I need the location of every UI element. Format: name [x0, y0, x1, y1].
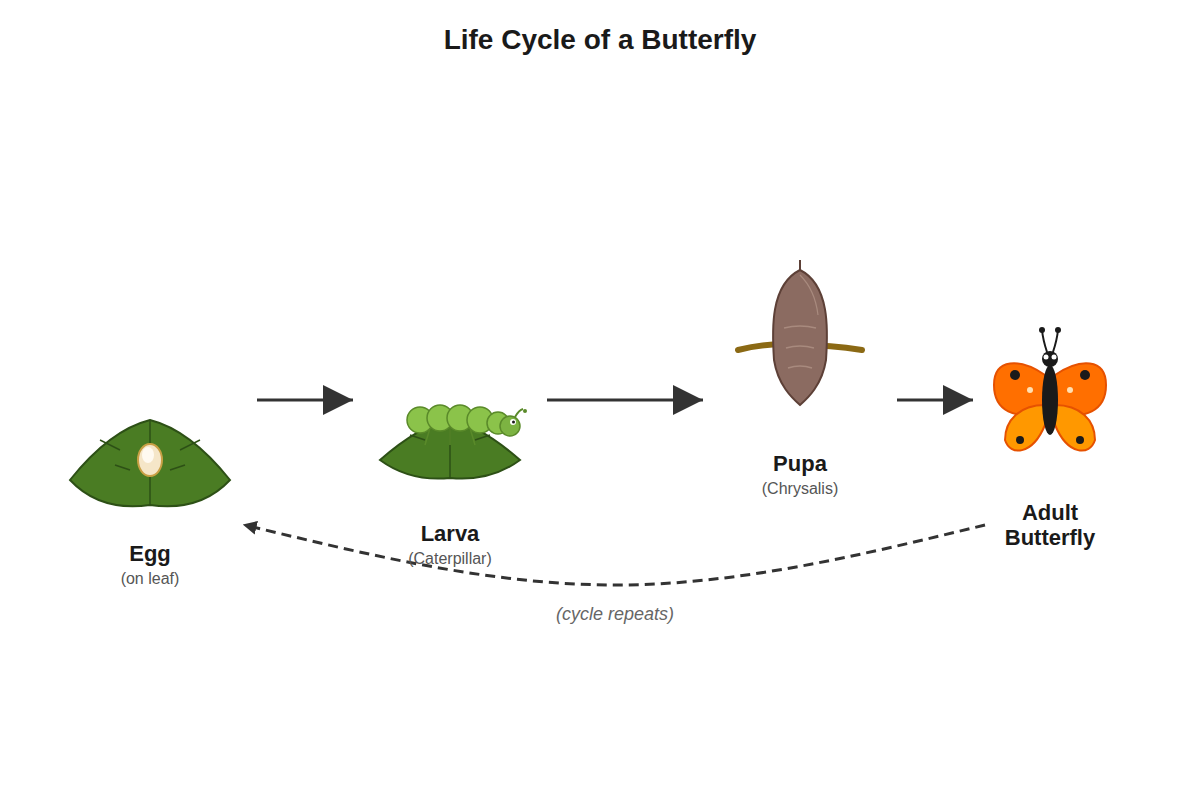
chrysalis: [773, 270, 827, 405]
leaf: [70, 420, 230, 506]
leaf-vein: [100, 440, 120, 450]
stage-arrow: [547, 399, 703, 402]
wing-spot: [1067, 387, 1073, 393]
life-stage: Larva(Caterpillar): [365, 380, 535, 570]
caterpillar-leg: [449, 428, 451, 445]
butterfly-antenna: [1042, 330, 1047, 352]
life-stage: Adult Butterfly: [985, 322, 1115, 550]
butterfly-illustration: [994, 327, 1106, 451]
chrysalis-ridge: [788, 366, 812, 368]
chrysalis-ridge: [784, 326, 816, 328]
leaf-vein: [170, 465, 185, 470]
stage-arrow: [257, 399, 353, 402]
stage-name: Larva: [421, 521, 480, 546]
pupa-illustration: [738, 260, 862, 405]
egg-illustration: [70, 420, 230, 506]
leaf-vein: [115, 465, 130, 470]
edge-label: (cycle repeats): [556, 603, 674, 625]
caterpillar-pupil: [512, 421, 515, 424]
stage-arrow: [897, 399, 973, 402]
egg-highlight: [142, 447, 154, 463]
butterfly-antenna: [1053, 330, 1058, 352]
diagram-title: Life Cycle of a Butterfly: [0, 20, 1200, 60]
antenna-tip: [1055, 327, 1061, 333]
larva-illustration: [380, 405, 527, 479]
wing-spot: [1016, 436, 1024, 444]
wing-spot: [1076, 436, 1084, 444]
lower-wing: [1005, 405, 1045, 451]
life-stage: Egg(on leaf): [55, 380, 245, 590]
leaf-vein: [180, 440, 200, 450]
caterpillar-antenna-tip: [523, 409, 527, 413]
antenna-tip: [1039, 327, 1045, 333]
leaf-vein: [475, 435, 490, 440]
butterfly-body: [1042, 365, 1058, 435]
stage-note: (on leaf): [121, 568, 180, 590]
caterpillar-antenna: [515, 409, 523, 417]
chrysalis-ridge: [786, 346, 814, 348]
wing-spot: [1010, 370, 1020, 380]
egg: [138, 444, 162, 476]
leaf-vein: [449, 425, 451, 478]
butterfly-eye: [1044, 355, 1049, 360]
life-stage: Pupa(Chrysalis): [715, 255, 885, 500]
stage-note: (Chrysalis): [762, 478, 838, 500]
chrysalis-ridge: [800, 275, 818, 315]
stage-name: Adult Butterfly: [985, 500, 1115, 550]
butterfly-head: [1042, 351, 1058, 367]
wing-spot: [1080, 370, 1090, 380]
leaf-vein: [410, 435, 425, 440]
caterpillar-head: [500, 416, 520, 436]
cycle-arrow: [245, 525, 985, 585]
stage-name: Egg: [129, 541, 171, 566]
stage-name: Pupa: [773, 451, 827, 476]
caterpillar-eye: [510, 419, 516, 425]
butterfly-eye: [1052, 355, 1057, 360]
stage-note: (Caterpillar): [408, 548, 492, 570]
wing-spot: [1027, 387, 1033, 393]
lower-wing: [1055, 405, 1095, 451]
